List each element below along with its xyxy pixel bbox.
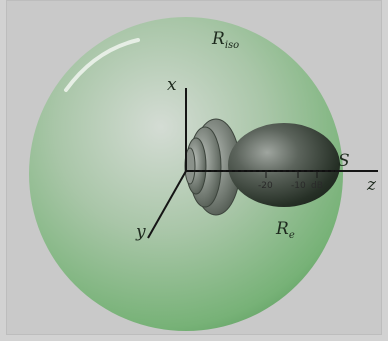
label-r-e: Re: [275, 219, 295, 241]
sphere-highlight: [64, 38, 140, 92]
z-axis-ticks: [265, 171, 318, 178]
y-axis-line: [147, 170, 187, 239]
label-axis-z: z: [366, 175, 377, 195]
tick-label-db: dB: [311, 181, 323, 191]
label-source-s: S: [338, 151, 350, 171]
tick-label-minus-10: -10: [291, 181, 306, 191]
main-lobe: [228, 123, 340, 207]
label-r-iso: Riso: [211, 29, 239, 51]
label-axis-y: y: [135, 222, 146, 242]
side-lobes: [184, 118, 241, 216]
tick-label-minus-20: -20: [258, 181, 273, 191]
label-axis-x: x: [167, 75, 177, 95]
